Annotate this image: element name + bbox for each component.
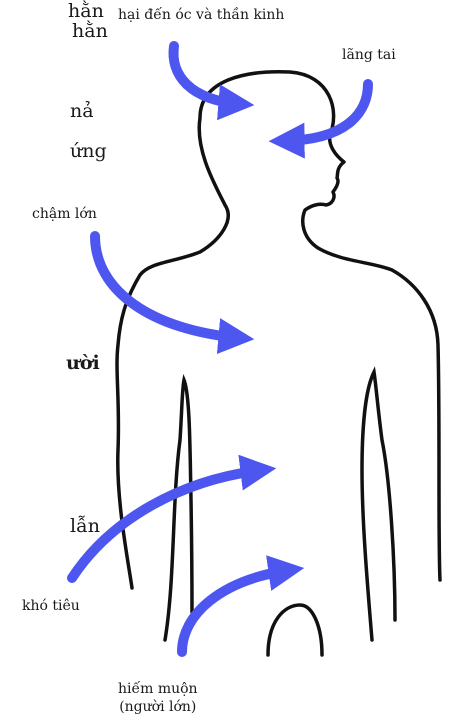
text-fragment-2: hằn	[72, 20, 108, 42]
label-growth: chậm lớn	[30, 205, 99, 223]
right-arm-inner	[362, 372, 395, 640]
label-fertility-line1: hiếm muộn	[118, 680, 198, 698]
arrow-brain	[174, 46, 240, 104]
left-arm-inner	[165, 380, 192, 640]
text-fragment-3: nả	[70, 100, 94, 122]
text-fragment-4: ứng	[70, 140, 107, 162]
label-brain: hại đến óc và thần kinh	[116, 6, 286, 24]
crotch-arch	[268, 605, 322, 655]
label-fertility-line2: (người lớn)	[118, 698, 198, 716]
arrow-growth	[95, 236, 240, 338]
text-fragment-1: hằn	[68, 0, 104, 22]
arrow-digestion	[72, 470, 262, 578]
label-fertility: hiếm muộn (người lớn)	[116, 680, 200, 716]
text-fragment-6: lẫn	[70, 515, 100, 537]
arrow-fertility	[182, 570, 290, 652]
label-digestion: khó tiêu	[20, 597, 82, 615]
label-ear: lãng tai	[340, 46, 398, 64]
text-fragment-5: ười	[66, 352, 100, 374]
